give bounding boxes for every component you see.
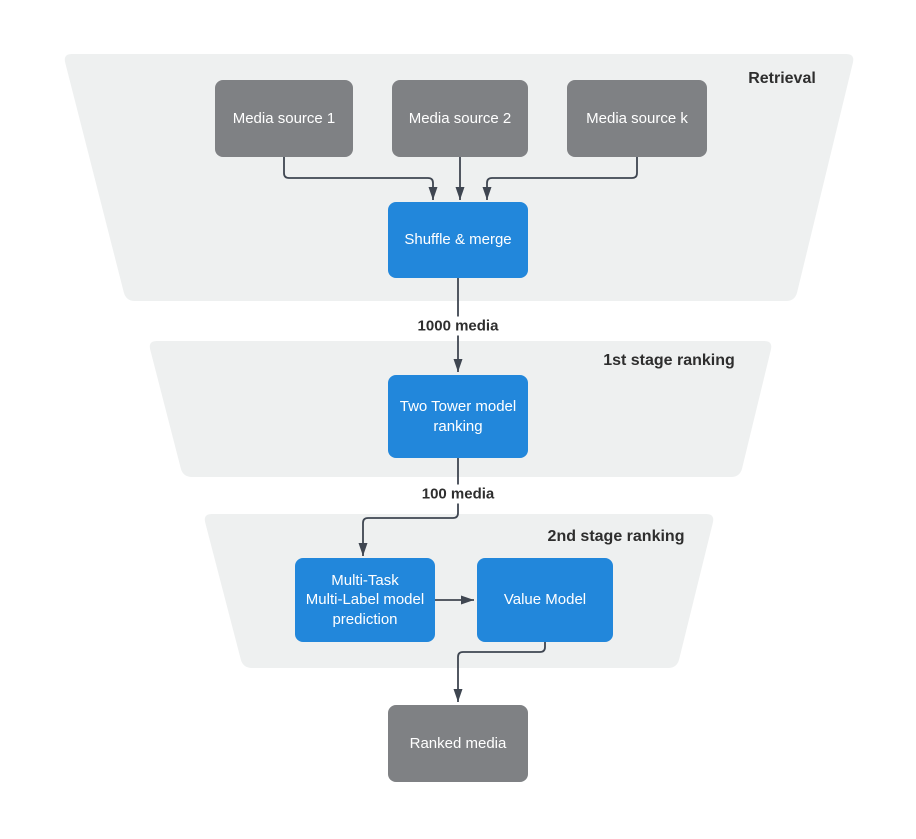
node-shuffle-merge: Shuffle & merge <box>388 202 528 278</box>
edge-label-after-stage1: 100 media <box>416 484 500 504</box>
node-ranked-media: Ranked media <box>388 705 528 782</box>
node-media-source-2-label: Media source 2 <box>408 109 512 127</box>
node-media-source-2: Media source 2 <box>392 80 528 157</box>
connector-arrow <box>283 157 438 200</box>
connector-arrow <box>482 157 638 200</box>
node-value-model-label: Value Model <box>503 591 587 609</box>
node-two-tower-ranking-label: Two Tower model ranking <box>399 398 517 435</box>
node-shuffle-merge-label: Shuffle & merge <box>404 231 512 249</box>
section-label-2nd-stage-ranking: 2nd stage ranking <box>547 528 685 545</box>
node-media-source-1-label: Media source 1 <box>232 109 336 127</box>
node-value-model: Value Model <box>477 558 613 642</box>
node-media-source-1: Media source 1 <box>215 80 353 157</box>
node-multi-task-prediction: Multi-Task Multi-Label model prediction <box>295 558 435 642</box>
node-ranked-media-label: Ranked media <box>409 734 507 752</box>
node-two-tower-ranking: Two Tower model ranking <box>388 375 528 458</box>
edge-label-after-retrieval: 1000 media <box>412 316 504 336</box>
section-label-retrieval: Retrieval <box>748 70 816 87</box>
node-media-source-k: Media source k <box>567 80 707 157</box>
connector-arrow <box>358 458 459 556</box>
node-media-source-k-label: Media source k <box>586 109 688 127</box>
node-multi-task-prediction-label: Multi-Task Multi-Label model prediction <box>305 571 425 628</box>
section-label-1st-stage-ranking: 1st stage ranking <box>603 352 735 369</box>
connector-arrow <box>453 642 546 702</box>
